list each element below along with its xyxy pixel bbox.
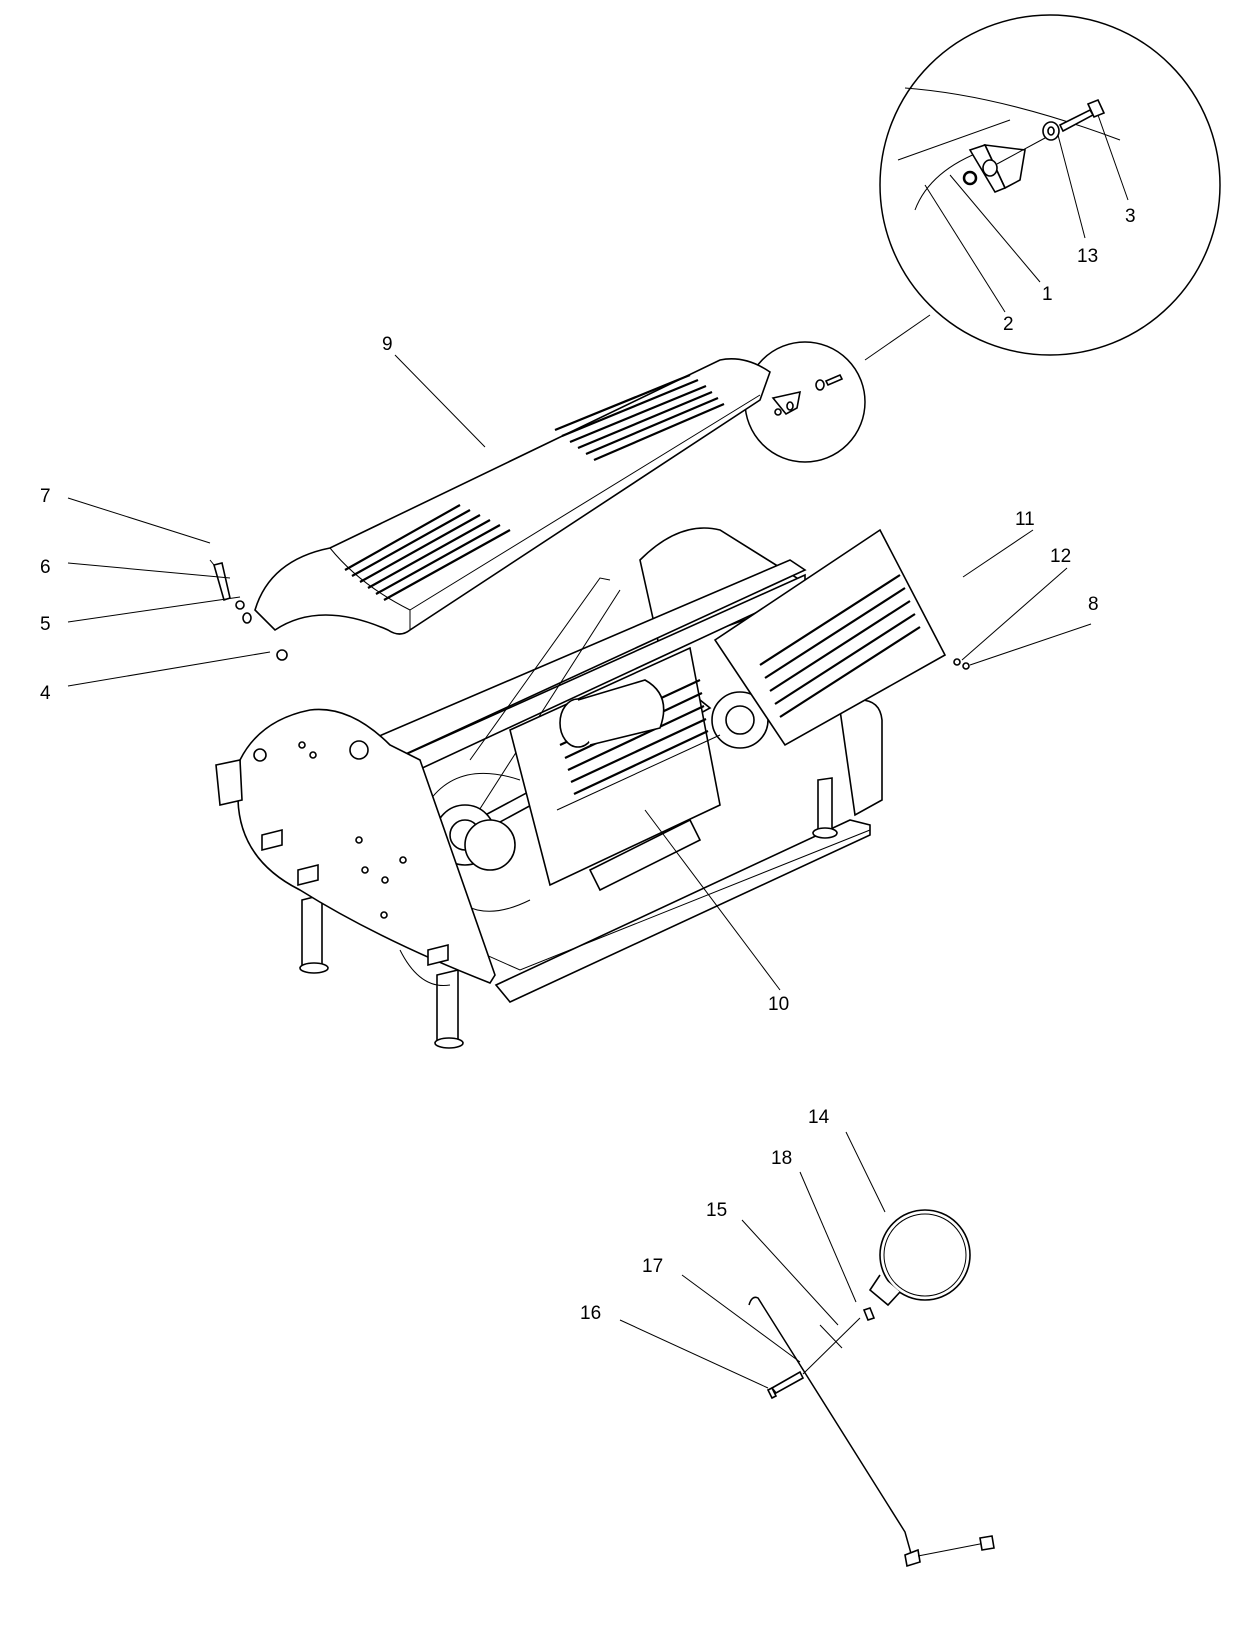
cover-vents-left <box>344 504 511 601</box>
middle-shield <box>509 646 721 887</box>
top-cover <box>254 358 771 635</box>
support-legs <box>299 699 883 1049</box>
callout-9: 9 <box>382 334 393 355</box>
detail-connector <box>864 314 931 361</box>
callout-labels: 1 2 3 4 5 6 7 8 9 10 11 12 13 14 15 16 1… <box>40 206 1136 1324</box>
callout-15: 15 <box>706 1200 727 1221</box>
callout-18: 18 <box>771 1148 792 1169</box>
callout-3: 3 <box>1125 206 1136 227</box>
right-shield <box>713 528 970 747</box>
callout-17: 17 <box>642 1256 663 1277</box>
cover-vents-right <box>554 373 725 462</box>
callout-8: 8 <box>1088 594 1099 615</box>
lower-assembly <box>748 1209 995 1568</box>
front-end-plate <box>215 708 496 987</box>
callout-11: 11 <box>1015 509 1035 530</box>
callout-14: 14 <box>808 1107 830 1128</box>
callout-16: 16 <box>580 1303 601 1324</box>
callout-2: 2 <box>1003 314 1014 335</box>
cover-hardware-left <box>209 559 288 661</box>
callout-1: 1 <box>1042 284 1053 305</box>
callout-6: 6 <box>40 557 51 578</box>
main-frame <box>215 527 970 1049</box>
callout-10: 10 <box>768 994 789 1015</box>
callout-5: 5 <box>40 614 51 635</box>
callout-7: 7 <box>40 486 51 507</box>
callout-13: 13 <box>1077 246 1098 267</box>
detail-view-large <box>879 14 1221 356</box>
detail-view-small <box>744 341 866 463</box>
leader-lines <box>67 114 1129 1389</box>
callout-4: 4 <box>40 683 51 704</box>
callout-12: 12 <box>1050 546 1071 567</box>
